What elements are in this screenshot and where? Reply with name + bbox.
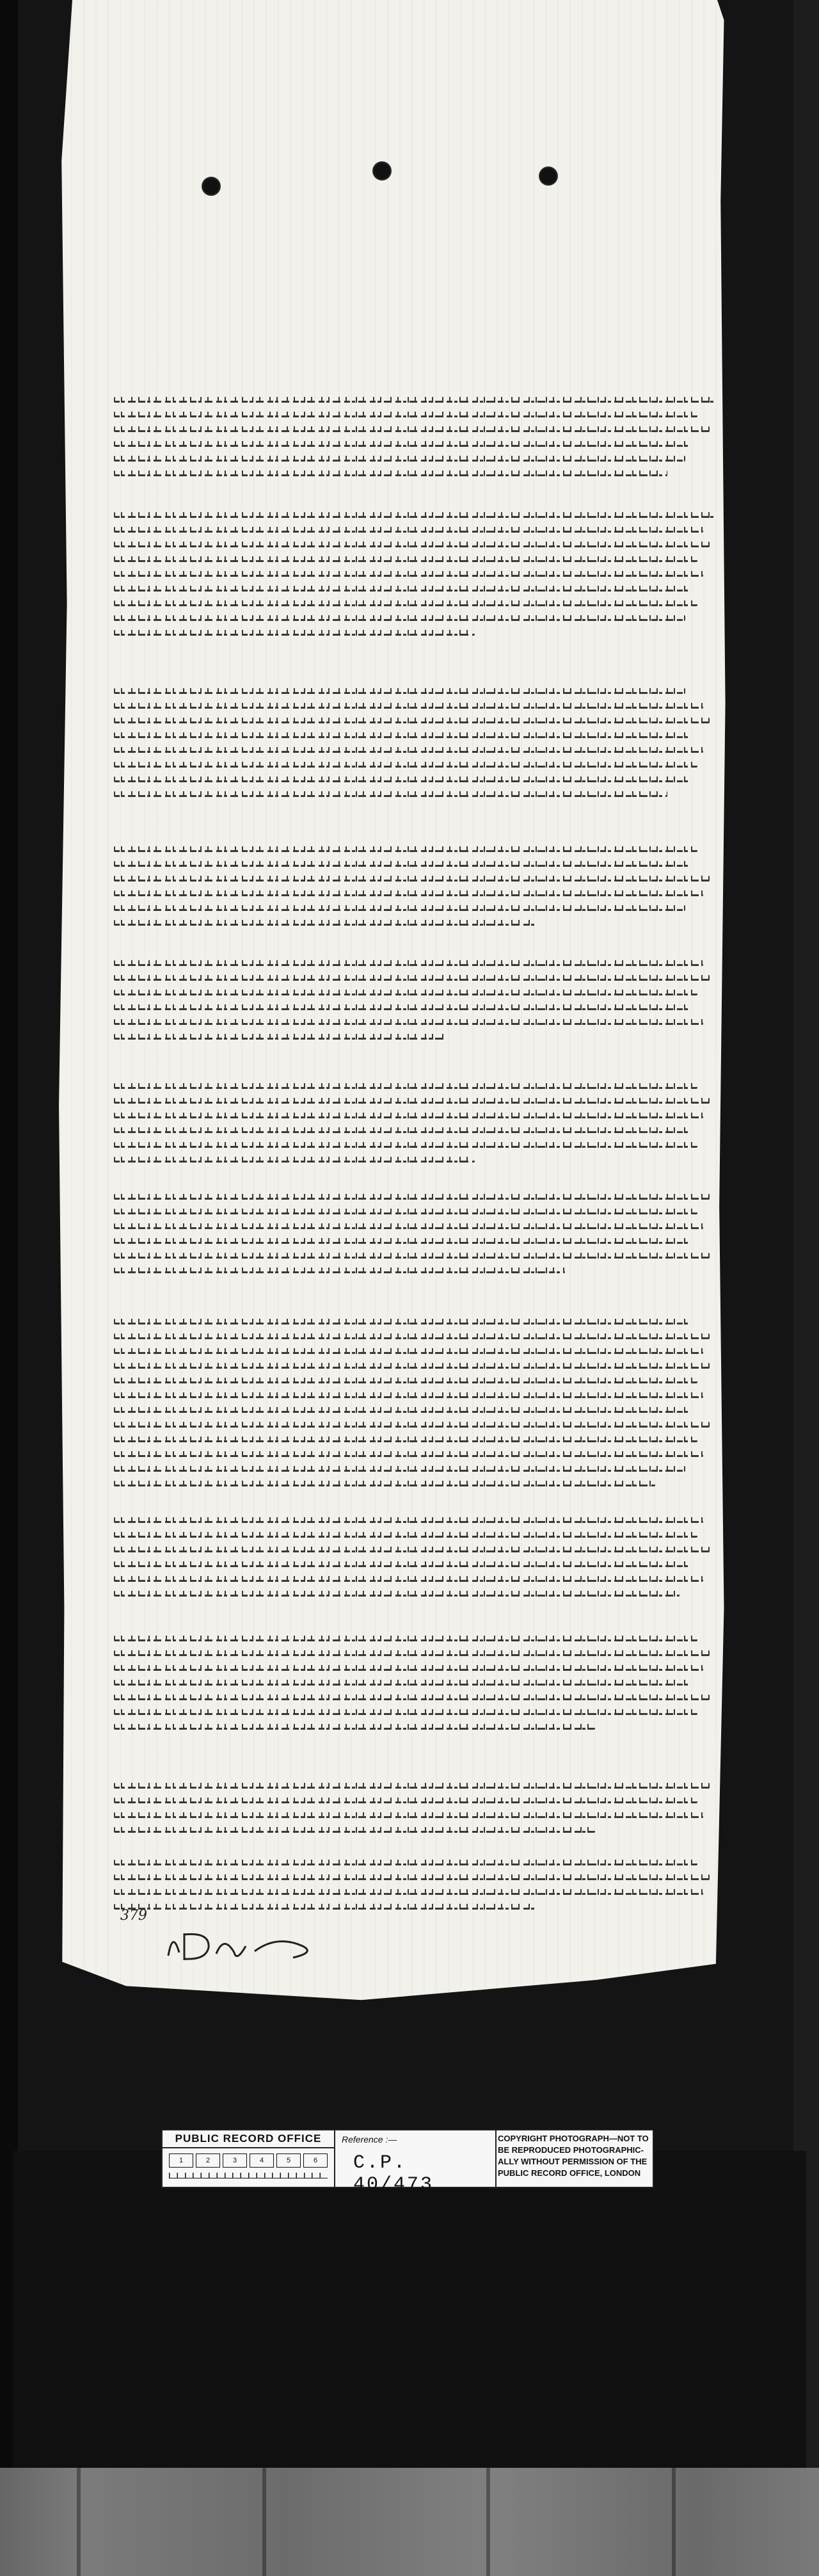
scale-digit: 5 [276,2153,301,2168]
scale-digit: 1 [169,2153,193,2168]
stitch-hole [372,161,392,181]
card-left-panel: PUBLIC RECORD OFFICE 1 2 3 4 5 6 [163,2130,335,2187]
scale-digit: 4 [250,2153,274,2168]
reference-code: C.P. 40/473 [353,2152,434,2196]
scale-digit: 3 [223,2153,247,2168]
scale-ruler [169,2170,328,2178]
card-reference-panel: Reference :— C.P. 40/473 [335,2130,497,2196]
archive-reference-card: PUBLIC RECORD OFFICE 1 2 3 4 5 6 Referen… [161,2129,654,2196]
entry-text [114,512,715,645]
membrane-number: 379 [120,1908,147,1924]
film-leader-strip [0,2468,819,2576]
entry-text [114,1860,715,1919]
scale-digit: 2 [196,2153,220,2168]
signature-scribble [167,1933,308,1960]
entry-text [114,846,715,935]
copyright-notice: COPYRIGHT PHOTOGRAPH—NOT TO BE REPRODUCE… [498,2134,649,2178]
entry-text [114,1194,715,1282]
office-name: PUBLIC RECORD OFFICE [163,2130,334,2148]
entry-text [114,688,715,806]
entry-text [114,1083,715,1171]
film-dark-band [13,2151,806,2484]
measurement-scale: 1 2 3 4 5 6 [169,2153,328,2179]
entry-text [114,1783,715,1842]
stitch-hole [202,177,221,196]
stitch-hole [539,166,558,186]
film-edge-left [0,0,18,2484]
film-edge-right [793,0,819,2484]
scale-digit: 6 [303,2153,328,2168]
entry-text [114,1517,715,1606]
entry-text [114,397,715,485]
entry-text [114,960,715,1049]
reference-label: Reference :— [342,2134,397,2145]
entry-text [114,1636,715,1739]
entry-text [114,1319,715,1495]
